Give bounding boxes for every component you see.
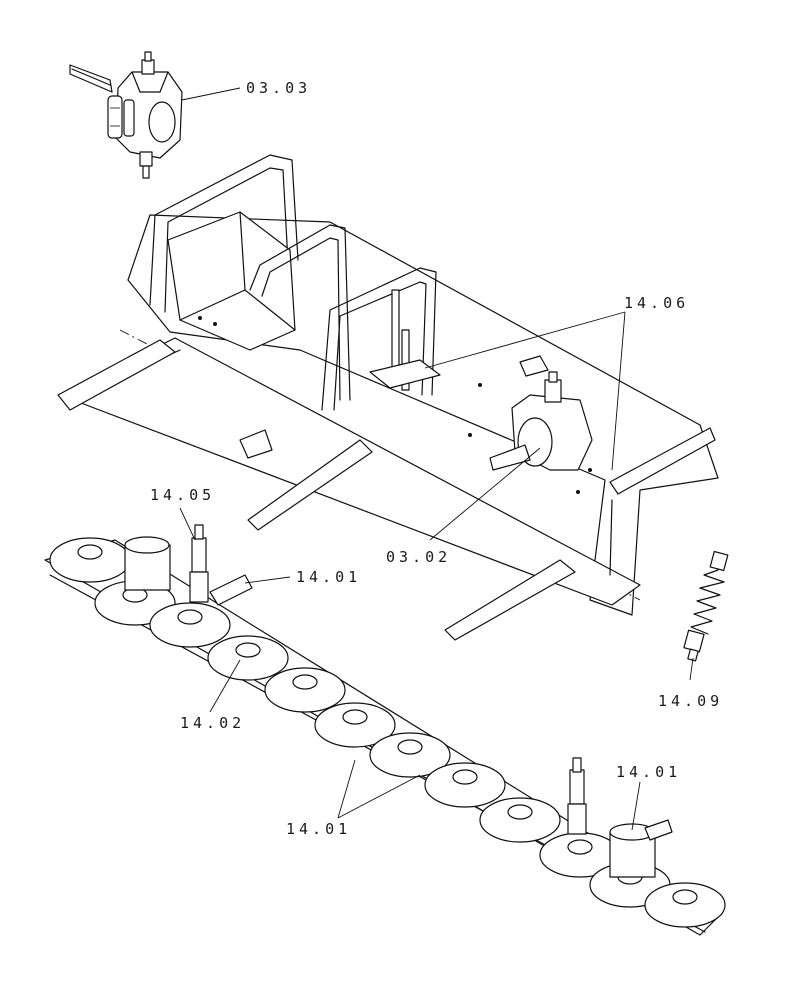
main-gearbox-drawing [489, 355, 593, 471]
callout-03-02: 03.02 [386, 548, 452, 566]
callout-03-03: 03.03 [246, 79, 312, 97]
cutter-bar-drawing [44, 524, 726, 936]
upper-gearbox-drawing [69, 51, 183, 179]
callout-14-09: 14.09 [658, 692, 724, 710]
spring-drawing [683, 550, 729, 662]
callout-14-02: 14.02 [180, 714, 246, 732]
callout-14-01-upper: 14.01 [296, 568, 362, 586]
callout-14-05: 14.05 [150, 486, 216, 504]
callout-14-01-right: 14.01 [616, 763, 682, 781]
main-frame-drawing [57, 154, 719, 641]
leader-lines [179, 87, 694, 831]
callout-14-01-lower: 14.01 [286, 820, 352, 838]
callout-14-06: 14.06 [624, 294, 690, 312]
